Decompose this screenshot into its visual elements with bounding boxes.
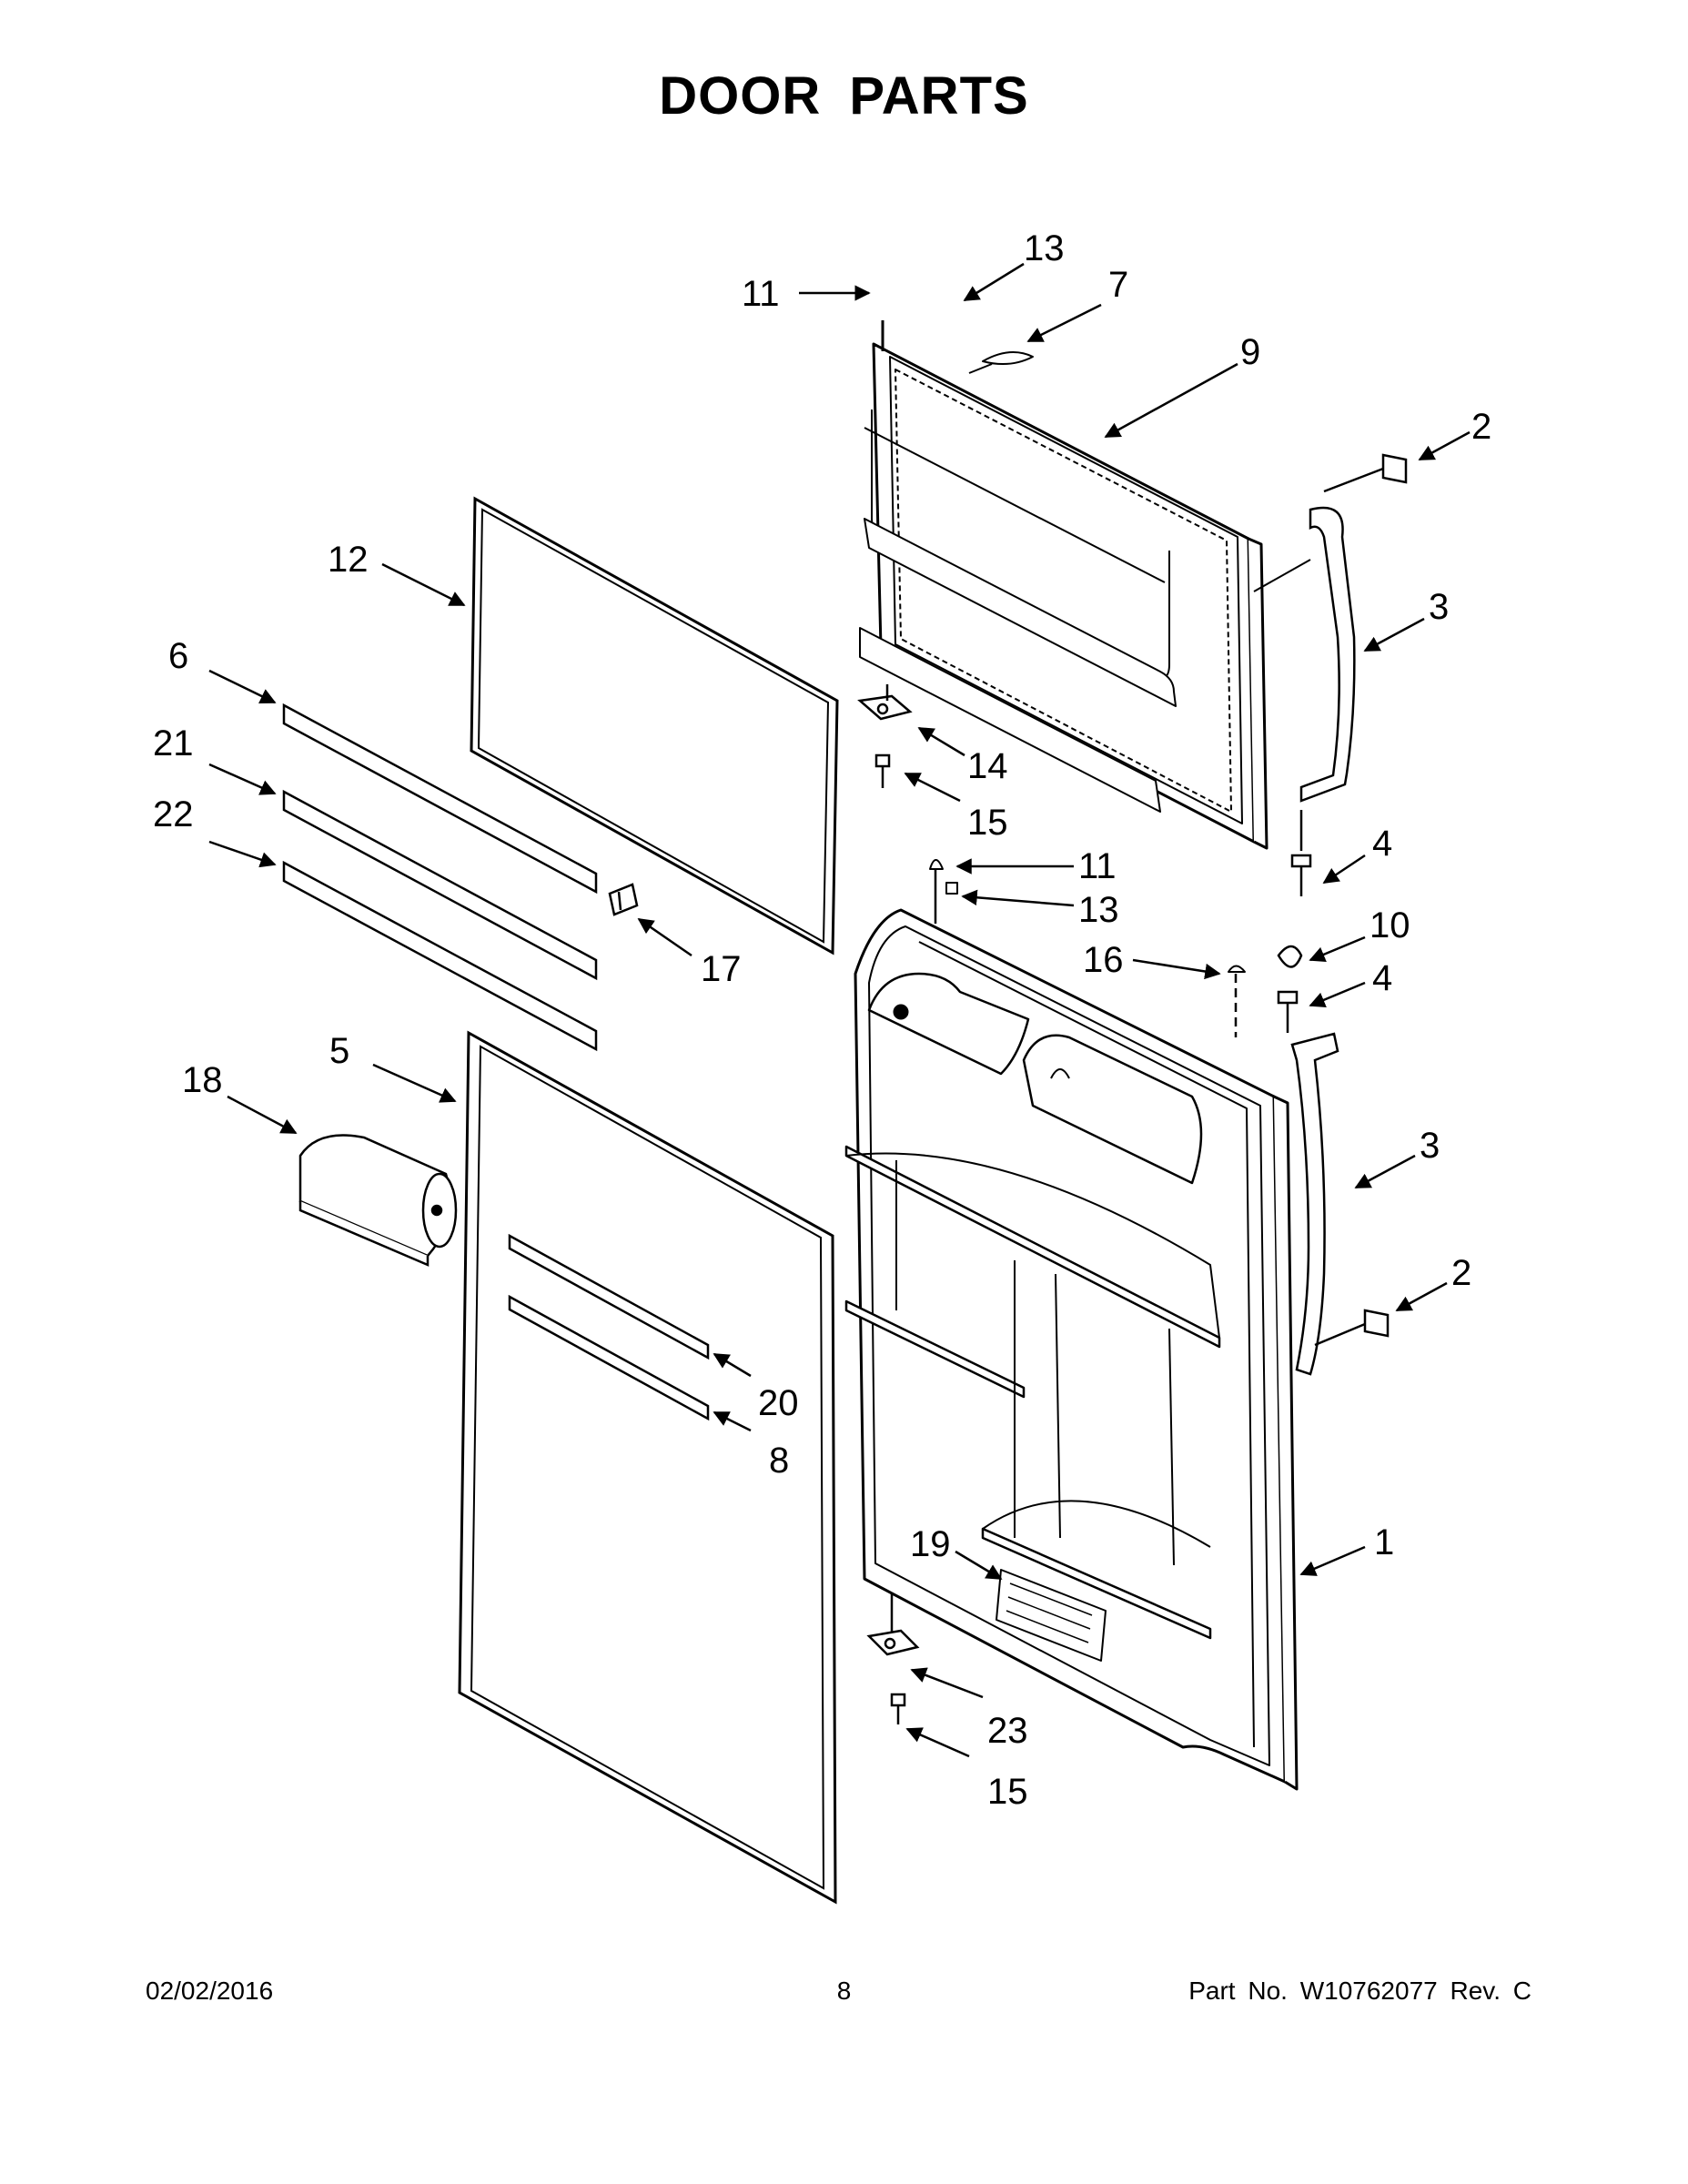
- freezer-door: [859, 320, 1311, 850]
- callout-10: 10: [1370, 905, 1410, 945]
- fresh-food-bottom-hinge: [866, 1592, 920, 1724]
- freezer-gasket: [470, 496, 839, 956]
- callout-11: 11: [742, 274, 780, 314]
- dairy-cover: [298, 1134, 458, 1267]
- callout-3: 3: [1420, 1126, 1440, 1166]
- callout-18: 18: [182, 1060, 223, 1100]
- freezer-handle: [1290, 453, 1408, 896]
- callout-15: 15: [967, 803, 1008, 843]
- leader-lines: [208, 262, 1471, 1758]
- callout-21: 21: [153, 723, 194, 763]
- callout-14: 14: [967, 746, 1008, 786]
- freezer-bottom-hinge: [857, 684, 913, 788]
- footer-date: 02/02/2016: [146, 1977, 274, 2005]
- callout-11: 11: [1078, 846, 1117, 886]
- callout-12: 12: [328, 540, 369, 580]
- fresh-food-door: [844, 859, 1299, 1791]
- callout-6: 6: [168, 636, 188, 676]
- callout-1: 1: [1374, 1522, 1394, 1562]
- footer-part-number: Part No. W10762077 Rev. C: [1188, 1977, 1531, 2005]
- callout-13: 13: [1078, 890, 1119, 930]
- footer-page-number: 8: [836, 1977, 852, 2005]
- callout-5: 5: [329, 1031, 349, 1071]
- callout-2: 2: [1471, 407, 1491, 447]
- callout-8: 8: [769, 1441, 789, 1481]
- clip-17: [608, 883, 639, 916]
- callout-2: 2: [1451, 1253, 1471, 1293]
- callout-20: 20: [758, 1383, 799, 1423]
- fresh-food-gasket: [458, 1030, 837, 1905]
- callout-17: 17: [701, 949, 742, 989]
- page-title: DOOR PARTS: [659, 66, 1029, 126]
- callout-19: 19: [910, 1524, 951, 1564]
- callout-13: 13: [1024, 228, 1065, 268]
- callout-16: 16: [1083, 940, 1124, 980]
- callout-23: 23: [987, 1711, 1028, 1751]
- fresh-food-handle: [1277, 945, 1390, 1376]
- callout-15: 15: [987, 1772, 1028, 1812]
- callout-4: 4: [1372, 958, 1392, 998]
- shelf-strips: [282, 703, 598, 1052]
- callout-3: 3: [1429, 587, 1449, 627]
- door-strips: [508, 1233, 710, 1421]
- callout-4: 4: [1372, 824, 1392, 864]
- callout-9: 9: [1240, 332, 1260, 372]
- callout-7: 7: [1108, 265, 1128, 305]
- callout-numbers: 11 13 7 9 2 3 12 6 21 22 14 15 4 11 13 1…: [153, 228, 1491, 1812]
- callout-22: 22: [153, 794, 194, 834]
